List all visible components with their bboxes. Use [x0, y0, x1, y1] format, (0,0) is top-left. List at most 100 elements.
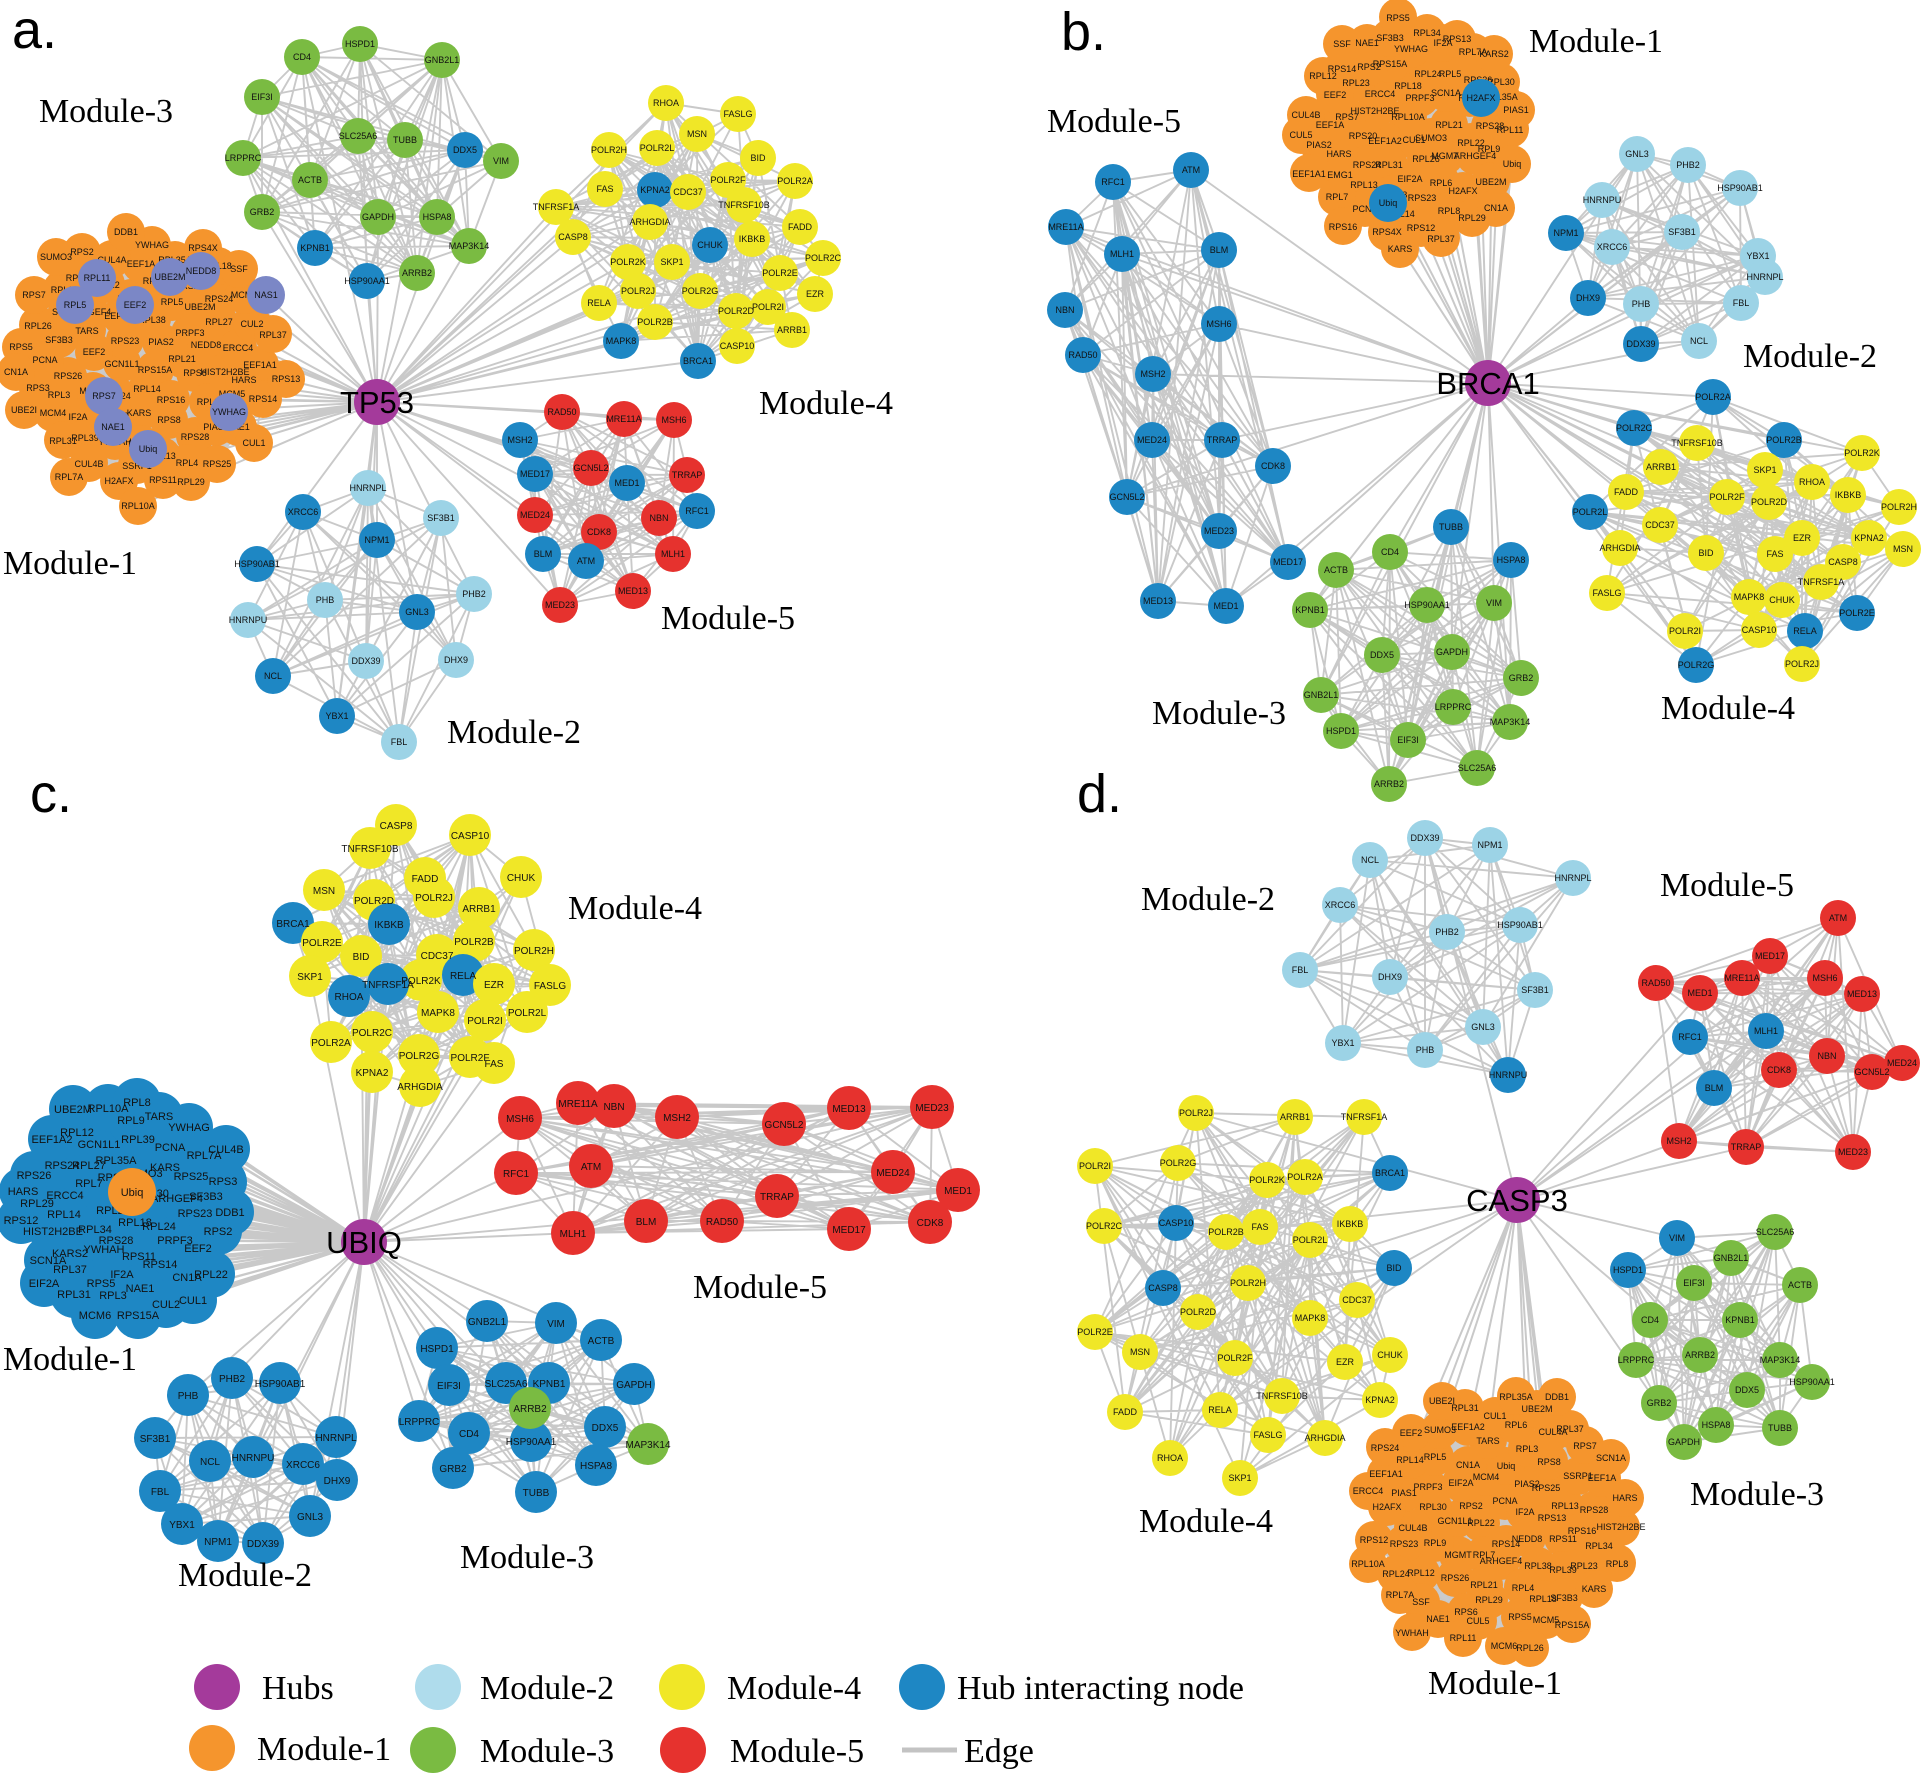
svg-text:TNFRSF1A: TNFRSF1A [533, 202, 580, 212]
svg-text:RPL39: RPL39 [1549, 1565, 1577, 1575]
svg-text:EEF2: EEF2 [1324, 90, 1347, 100]
svg-text:RPL34: RPL34 [1413, 28, 1441, 38]
svg-text:TRRAP: TRRAP [760, 1192, 794, 1203]
svg-text:GNB2L1: GNB2L1 [468, 1317, 507, 1328]
svg-text:CASP8: CASP8 [380, 821, 413, 832]
svg-text:TARS: TARS [145, 1111, 174, 1123]
svg-text:MSH6: MSH6 [661, 415, 686, 425]
svg-text:RPL30: RPL30 [1487, 77, 1515, 87]
svg-text:CHUK: CHUK [507, 873, 536, 884]
svg-text:RPS24: RPS24 [1371, 1443, 1400, 1453]
svg-text:POLR2E: POLR2E [1839, 608, 1875, 618]
svg-text:CN1A: CN1A [172, 1272, 202, 1284]
svg-text:YWHAH: YWHAH [84, 1244, 125, 1256]
svg-text:RPL4: RPL4 [176, 458, 199, 468]
svg-text:YWHAG: YWHAG [168, 1122, 210, 1134]
svg-text:NCL: NCL [1361, 855, 1379, 865]
svg-text:NCL: NCL [200, 1457, 220, 1468]
svg-text:RPL29: RPL29 [1458, 213, 1486, 223]
svg-text:IF2A: IF2A [1433, 38, 1452, 48]
svg-text:NPM1: NPM1 [204, 1537, 232, 1548]
svg-text:RPL37: RPL37 [53, 1264, 87, 1276]
svg-text:CUL1: CUL1 [179, 1295, 207, 1307]
svg-text:POLR2L: POLR2L [508, 1008, 547, 1019]
svg-text:RAD50: RAD50 [1068, 350, 1097, 360]
svg-text:SF3B3: SF3B3 [189, 1191, 223, 1203]
svg-text:ATM: ATM [1182, 165, 1200, 175]
svg-text:ACTB: ACTB [1788, 1280, 1812, 1290]
svg-text:RPL8: RPL8 [1606, 1559, 1629, 1569]
svg-text:Module-1: Module-1 [1529, 23, 1663, 60]
svg-text:GAPDH: GAPDH [362, 212, 394, 222]
svg-text:ERCC4: ERCC4 [223, 343, 254, 353]
svg-text:CN1A: CN1A [1484, 203, 1508, 213]
svg-text:TUBB: TUBB [1439, 522, 1463, 532]
svg-text:RPS23: RPS23 [1408, 193, 1437, 203]
svg-text:EIF2A: EIF2A [29, 1278, 60, 1290]
svg-text:RPS28: RPS28 [1476, 121, 1505, 131]
svg-text:HIST2H2BE: HIST2H2BE [200, 367, 249, 377]
svg-text:PHB2: PHB2 [1435, 927, 1459, 937]
svg-text:GNL3: GNL3 [1625, 149, 1649, 159]
svg-text:MED13: MED13 [1143, 596, 1173, 606]
svg-text:Module-4: Module-4 [568, 890, 702, 927]
svg-text:FADD: FADD [412, 874, 439, 885]
svg-text:RPL8: RPL8 [1438, 206, 1461, 216]
svg-text:SF3B3: SF3B3 [1550, 1593, 1578, 1603]
svg-text:ACTB: ACTB [588, 1336, 615, 1347]
svg-text:CUL4B: CUL4B [74, 459, 103, 469]
svg-text:MLH1: MLH1 [560, 1229, 587, 1240]
svg-text:Module-3: Module-3 [1690, 1476, 1824, 1513]
svg-text:MAP3K14: MAP3K14 [449, 241, 490, 251]
svg-text:NAE1: NAE1 [1426, 1614, 1450, 1624]
svg-text:RPL7A: RPL7A [55, 472, 84, 482]
svg-text:MSN: MSN [687, 129, 707, 139]
svg-text:MCM6: MCM6 [1491, 1641, 1518, 1651]
svg-text:RPL18: RPL18 [118, 1217, 152, 1229]
svg-text:SKP1: SKP1 [660, 257, 683, 267]
svg-text:KPNB1: KPNB1 [300, 243, 330, 253]
svg-text:NAE1: NAE1 [126, 1283, 155, 1295]
svg-text:CHUK: CHUK [1377, 1350, 1403, 1360]
svg-text:PRPF3: PRPF3 [157, 1235, 192, 1247]
svg-text:RPL24: RPL24 [1382, 1569, 1410, 1579]
svg-text:GNL3: GNL3 [405, 607, 429, 617]
svg-text:EMG1: EMG1 [1327, 170, 1353, 180]
svg-text:POLR2E: POLR2E [1077, 1327, 1113, 1337]
svg-text:POLR2B: POLR2B [454, 937, 494, 948]
svg-text:NBN: NBN [1817, 1051, 1836, 1061]
svg-text:MED24: MED24 [1887, 1058, 1917, 1068]
svg-text:PHB2: PHB2 [462, 589, 486, 599]
svg-text:RPS13: RPS13 [1443, 34, 1472, 44]
svg-text:BID: BID [1386, 1263, 1402, 1273]
svg-text:RPL37: RPL37 [1556, 1424, 1584, 1434]
svg-text:GCN5L2: GCN5L2 [1109, 492, 1144, 502]
svg-text:EEF1A2: EEF1A2 [32, 1134, 73, 1146]
svg-text:SF3B3: SF3B3 [1376, 33, 1404, 43]
svg-text:RPS28: RPS28 [181, 432, 210, 442]
svg-text:POLR2C: POLR2C [1086, 1221, 1123, 1231]
svg-text:GAPDH: GAPDH [1436, 647, 1468, 657]
svg-text:RPL7A: RPL7A [1386, 1590, 1415, 1600]
svg-text:MAPK8: MAPK8 [1295, 1313, 1326, 1323]
svg-text:MAPK8: MAPK8 [606, 336, 637, 346]
svg-text:ATM: ATM [577, 556, 595, 566]
svg-text:MED1: MED1 [1687, 988, 1712, 998]
svg-text:RPS24: RPS24 [205, 294, 234, 304]
svg-text:RPL34: RPL34 [78, 1224, 112, 1236]
svg-text:HSP90AB1: HSP90AB1 [1497, 920, 1543, 930]
svg-text:RPL12: RPL12 [60, 1127, 94, 1139]
svg-text:XRCC6: XRCC6 [1325, 900, 1356, 910]
svg-text:RPS13: RPS13 [272, 374, 301, 384]
svg-text:HSP90AB1: HSP90AB1 [1717, 183, 1763, 193]
svg-text:YWHAG: YWHAG [212, 407, 246, 417]
svg-text:POLR2D: POLR2D [1180, 1307, 1217, 1317]
svg-text:KARS: KARS [127, 408, 152, 418]
svg-text:GCN5L2: GCN5L2 [765, 1120, 804, 1131]
svg-text:RPS20: RPS20 [1349, 131, 1378, 141]
svg-text:Module-5: Module-5 [661, 600, 795, 637]
svg-text:VIM: VIM [493, 156, 509, 166]
svg-text:GNB2L1: GNB2L1 [425, 55, 460, 65]
svg-text:POLR2B: POLR2B [1208, 1227, 1244, 1237]
svg-text:RPL4: RPL4 [1512, 1583, 1535, 1593]
